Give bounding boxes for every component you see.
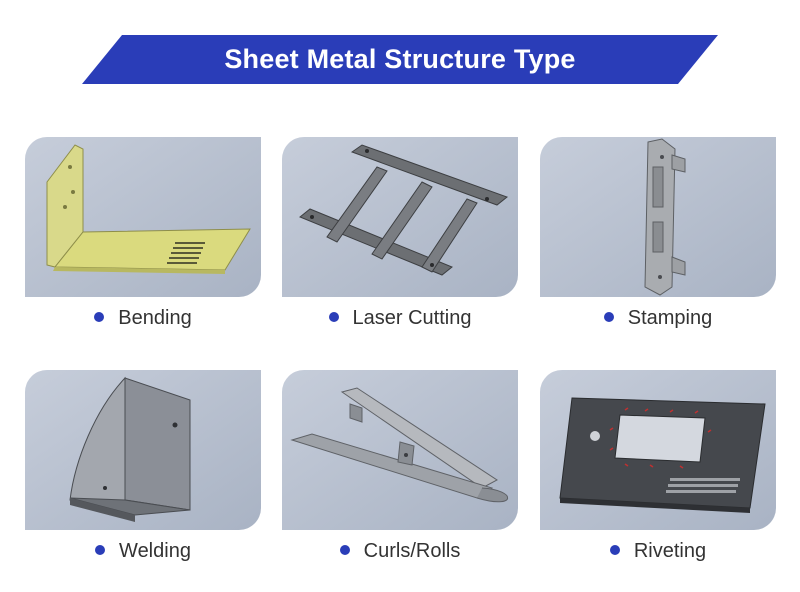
- caption-stamping: Stamping: [540, 303, 776, 333]
- caption-label: Welding: [119, 540, 191, 562]
- caption-label: Stamping: [627, 307, 713, 329]
- caption-riveting: Riveting: [540, 536, 776, 566]
- bullet-icon: [339, 544, 350, 555]
- caption-label: Laser Cutting: [352, 307, 472, 329]
- bullet-icon: [94, 311, 105, 322]
- curls-rolls-image: [282, 370, 518, 530]
- page-title: Sheet Metal Structure Type: [224, 44, 576, 74]
- bullet-icon: [95, 544, 106, 555]
- caption-label: Curls/Rolls: [363, 540, 461, 562]
- caption-laser-cutting: Laser Cutting: [282, 303, 518, 333]
- stamping-image: [540, 137, 776, 297]
- title-banner: Sheet Metal Structure Type: [82, 35, 718, 84]
- laser-cutting-image: [282, 137, 518, 297]
- bullet-icon: [603, 311, 614, 322]
- caption-welding: Welding: [25, 536, 261, 566]
- caption-curls-rolls: Curls/Rolls: [282, 536, 518, 566]
- riveting-image: [540, 370, 776, 530]
- banner-shape: [82, 35, 718, 84]
- caption-bending: Bending: [25, 303, 261, 333]
- caption-label: Bending: [118, 307, 192, 329]
- welding-image: [25, 370, 261, 530]
- bending-image: [25, 137, 261, 297]
- bullet-icon: [609, 544, 620, 555]
- bullet-icon: [328, 311, 339, 322]
- caption-label: Riveting: [633, 540, 707, 562]
